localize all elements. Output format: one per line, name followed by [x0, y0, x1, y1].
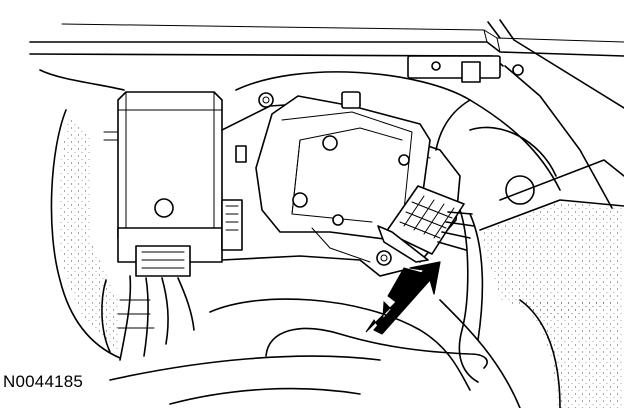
electrical-connector	[377, 185, 484, 383]
wiring-harness-left	[101, 275, 195, 361]
control-module-left	[103, 91, 274, 277]
figure-code-label: N0044185	[3, 372, 84, 391]
wire-loop	[265, 327, 488, 369]
pointer-arrow-icon	[365, 261, 441, 335]
rail-bracket	[407, 55, 524, 83]
